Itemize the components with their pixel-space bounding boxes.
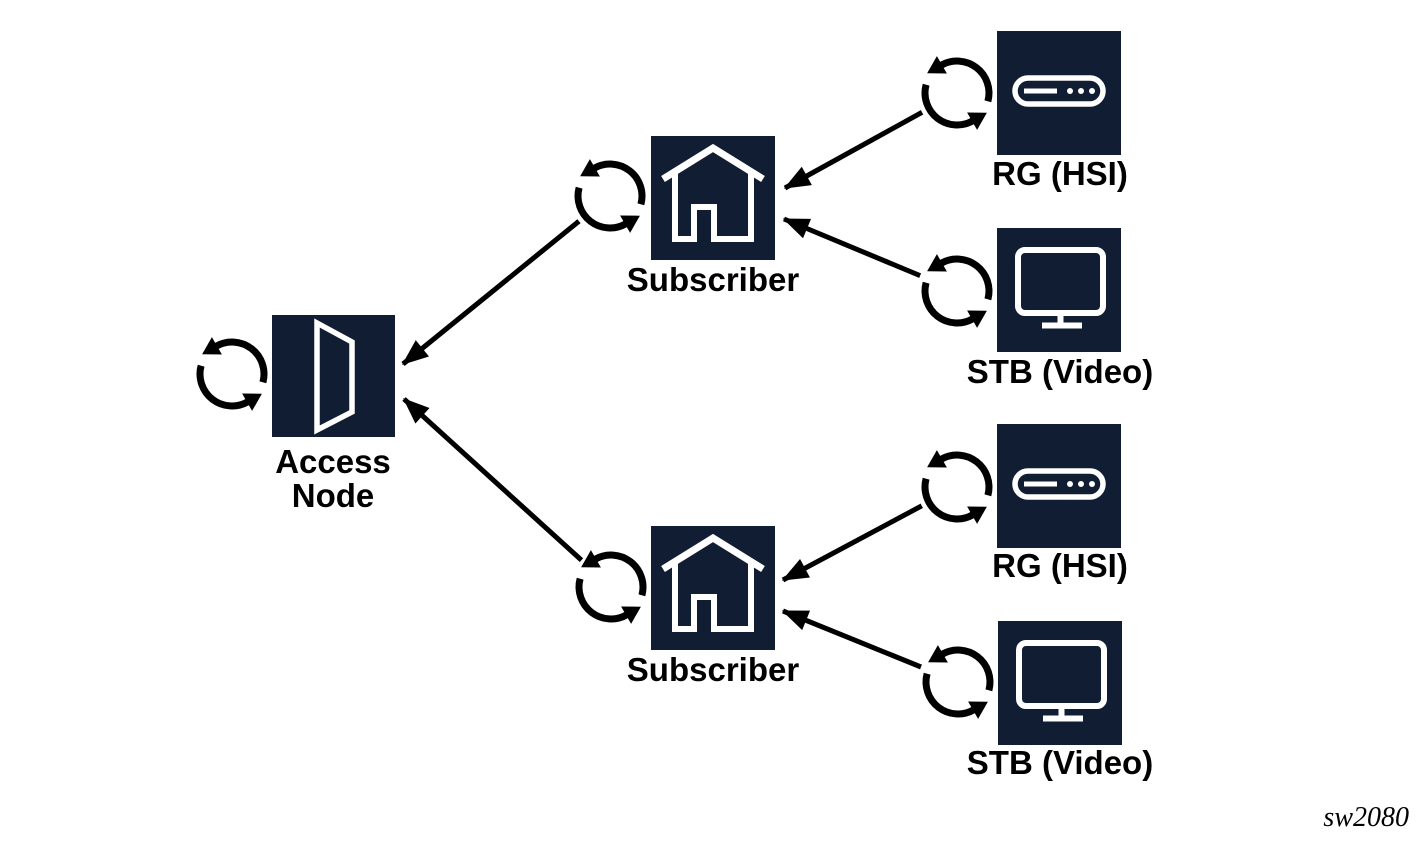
circular-arrows-icon-subscriber1: [570, 156, 650, 236]
node-square: [272, 315, 395, 437]
node-subscriber-2: [651, 526, 775, 650]
node-rg-hsi-1: [997, 31, 1121, 155]
figure-id-watermark: sw2080: [1323, 802, 1409, 833]
access-node-label: Access Node: [275, 443, 391, 514]
subscriber-2-label: Subscriber: [626, 651, 800, 688]
node-stb-video-2: [998, 621, 1122, 745]
stb-video-2-label: STB (Video): [966, 744, 1154, 781]
rg-hsi-2-label: RG (HSI): [992, 547, 1128, 584]
circular-arrows-icon-rg2: [917, 447, 997, 527]
node-rg-hsi-2: [997, 424, 1121, 548]
circular-arrows-icon-access: [192, 334, 272, 414]
circular-arrows-icon-stb2: [918, 642, 998, 722]
node-subscriber-1: [651, 136, 775, 260]
node-access-node: [272, 315, 395, 437]
circular-arrows-icon-stb1: [917, 251, 997, 331]
circular-arrows-icon-subscriber2: [571, 547, 651, 627]
node-stb-video-1: [997, 228, 1121, 352]
edge-subscriber1-to-access-node: [401, 194, 612, 366]
circular-arrows-icon-rg1: [917, 53, 997, 133]
rg-hsi-1-label: RG (HSI): [992, 155, 1128, 192]
subscriber-1-label: Subscriber: [626, 261, 800, 298]
edge-subscriber2-to-access-node: [402, 397, 613, 589]
stb-video-1-label: STB (Video): [966, 353, 1154, 390]
